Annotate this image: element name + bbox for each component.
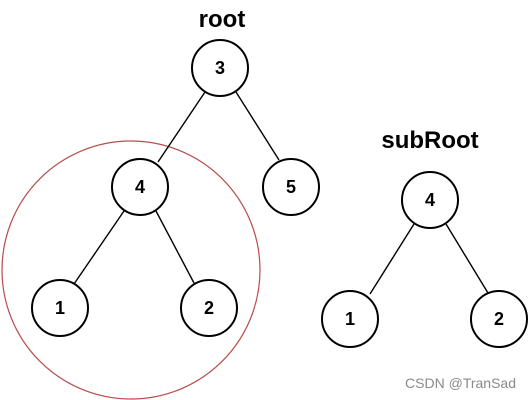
tree-node: 1 <box>31 279 89 337</box>
node-label: 4 <box>135 177 145 197</box>
edge-sub-4-1 <box>369 223 415 295</box>
node-circle <box>111 158 169 216</box>
subroot-title: subRoot <box>381 127 478 154</box>
node-circle <box>31 279 89 337</box>
node-circle <box>401 171 459 229</box>
subroot-node: 4 <box>401 171 459 229</box>
edge-4-1 <box>73 210 125 285</box>
tree-node: 4 <box>111 158 169 216</box>
edge-3-4 <box>157 91 206 163</box>
node-circle <box>262 158 320 216</box>
subroot-node: 1 <box>321 290 379 348</box>
subroot-node: 2 <box>470 290 528 348</box>
node-label: 4 <box>425 190 435 210</box>
tree-node: 2 <box>180 279 238 337</box>
subtree-highlight-circle <box>1 140 261 400</box>
tree-node: 5 <box>262 158 320 216</box>
node-circle <box>180 279 238 337</box>
node-circle <box>191 39 249 97</box>
edge-4-2 <box>155 210 195 284</box>
node-label: 3 <box>215 58 225 78</box>
tree-node: 3 <box>191 39 249 97</box>
edge-sub-4-2 <box>445 223 489 294</box>
root-title: root <box>199 6 246 33</box>
node-label: 1 <box>345 309 355 329</box>
edge-3-5 <box>235 91 280 161</box>
node-circle <box>321 290 379 348</box>
node-label: 2 <box>494 309 504 329</box>
node-label: 2 <box>204 298 214 318</box>
node-circle <box>470 290 528 348</box>
watermark-text: CSDN @TranSad <box>405 375 516 391</box>
node-label: 1 <box>55 298 65 318</box>
node-label: 5 <box>286 177 296 197</box>
